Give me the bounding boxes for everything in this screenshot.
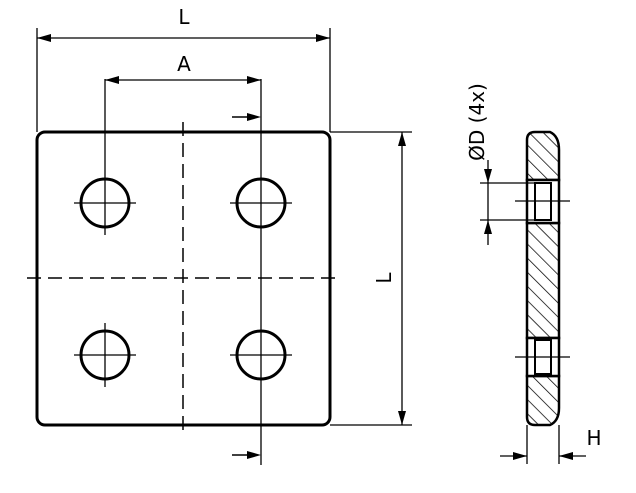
dimension-width-L: L <box>36 5 331 132</box>
dimension-label-hole-diameter: ØD (4x) <box>465 83 489 161</box>
hole-bottom-left <box>74 323 136 387</box>
dimension-thickness-H: H <box>500 425 602 464</box>
dimension-height-L: L <box>330 131 412 426</box>
section-top-segment <box>525 130 561 182</box>
dimension-hole-diameter: ØD (4x) <box>465 83 535 245</box>
front-view <box>27 79 340 465</box>
dimension-label-spacing: A <box>177 52 191 76</box>
section-view <box>515 130 570 427</box>
section-arrow-top <box>232 113 261 121</box>
section-bottom-segment <box>525 374 561 427</box>
dimension-label-width: L <box>178 5 190 29</box>
section-middle-segment <box>525 221 561 340</box>
dimension-label-thickness: H <box>586 426 601 450</box>
dimension-spacing-A: A <box>105 52 261 84</box>
hole-top-left <box>74 79 136 235</box>
dimension-label-height: L <box>372 272 396 284</box>
section-arrow-bottom <box>232 451 261 459</box>
